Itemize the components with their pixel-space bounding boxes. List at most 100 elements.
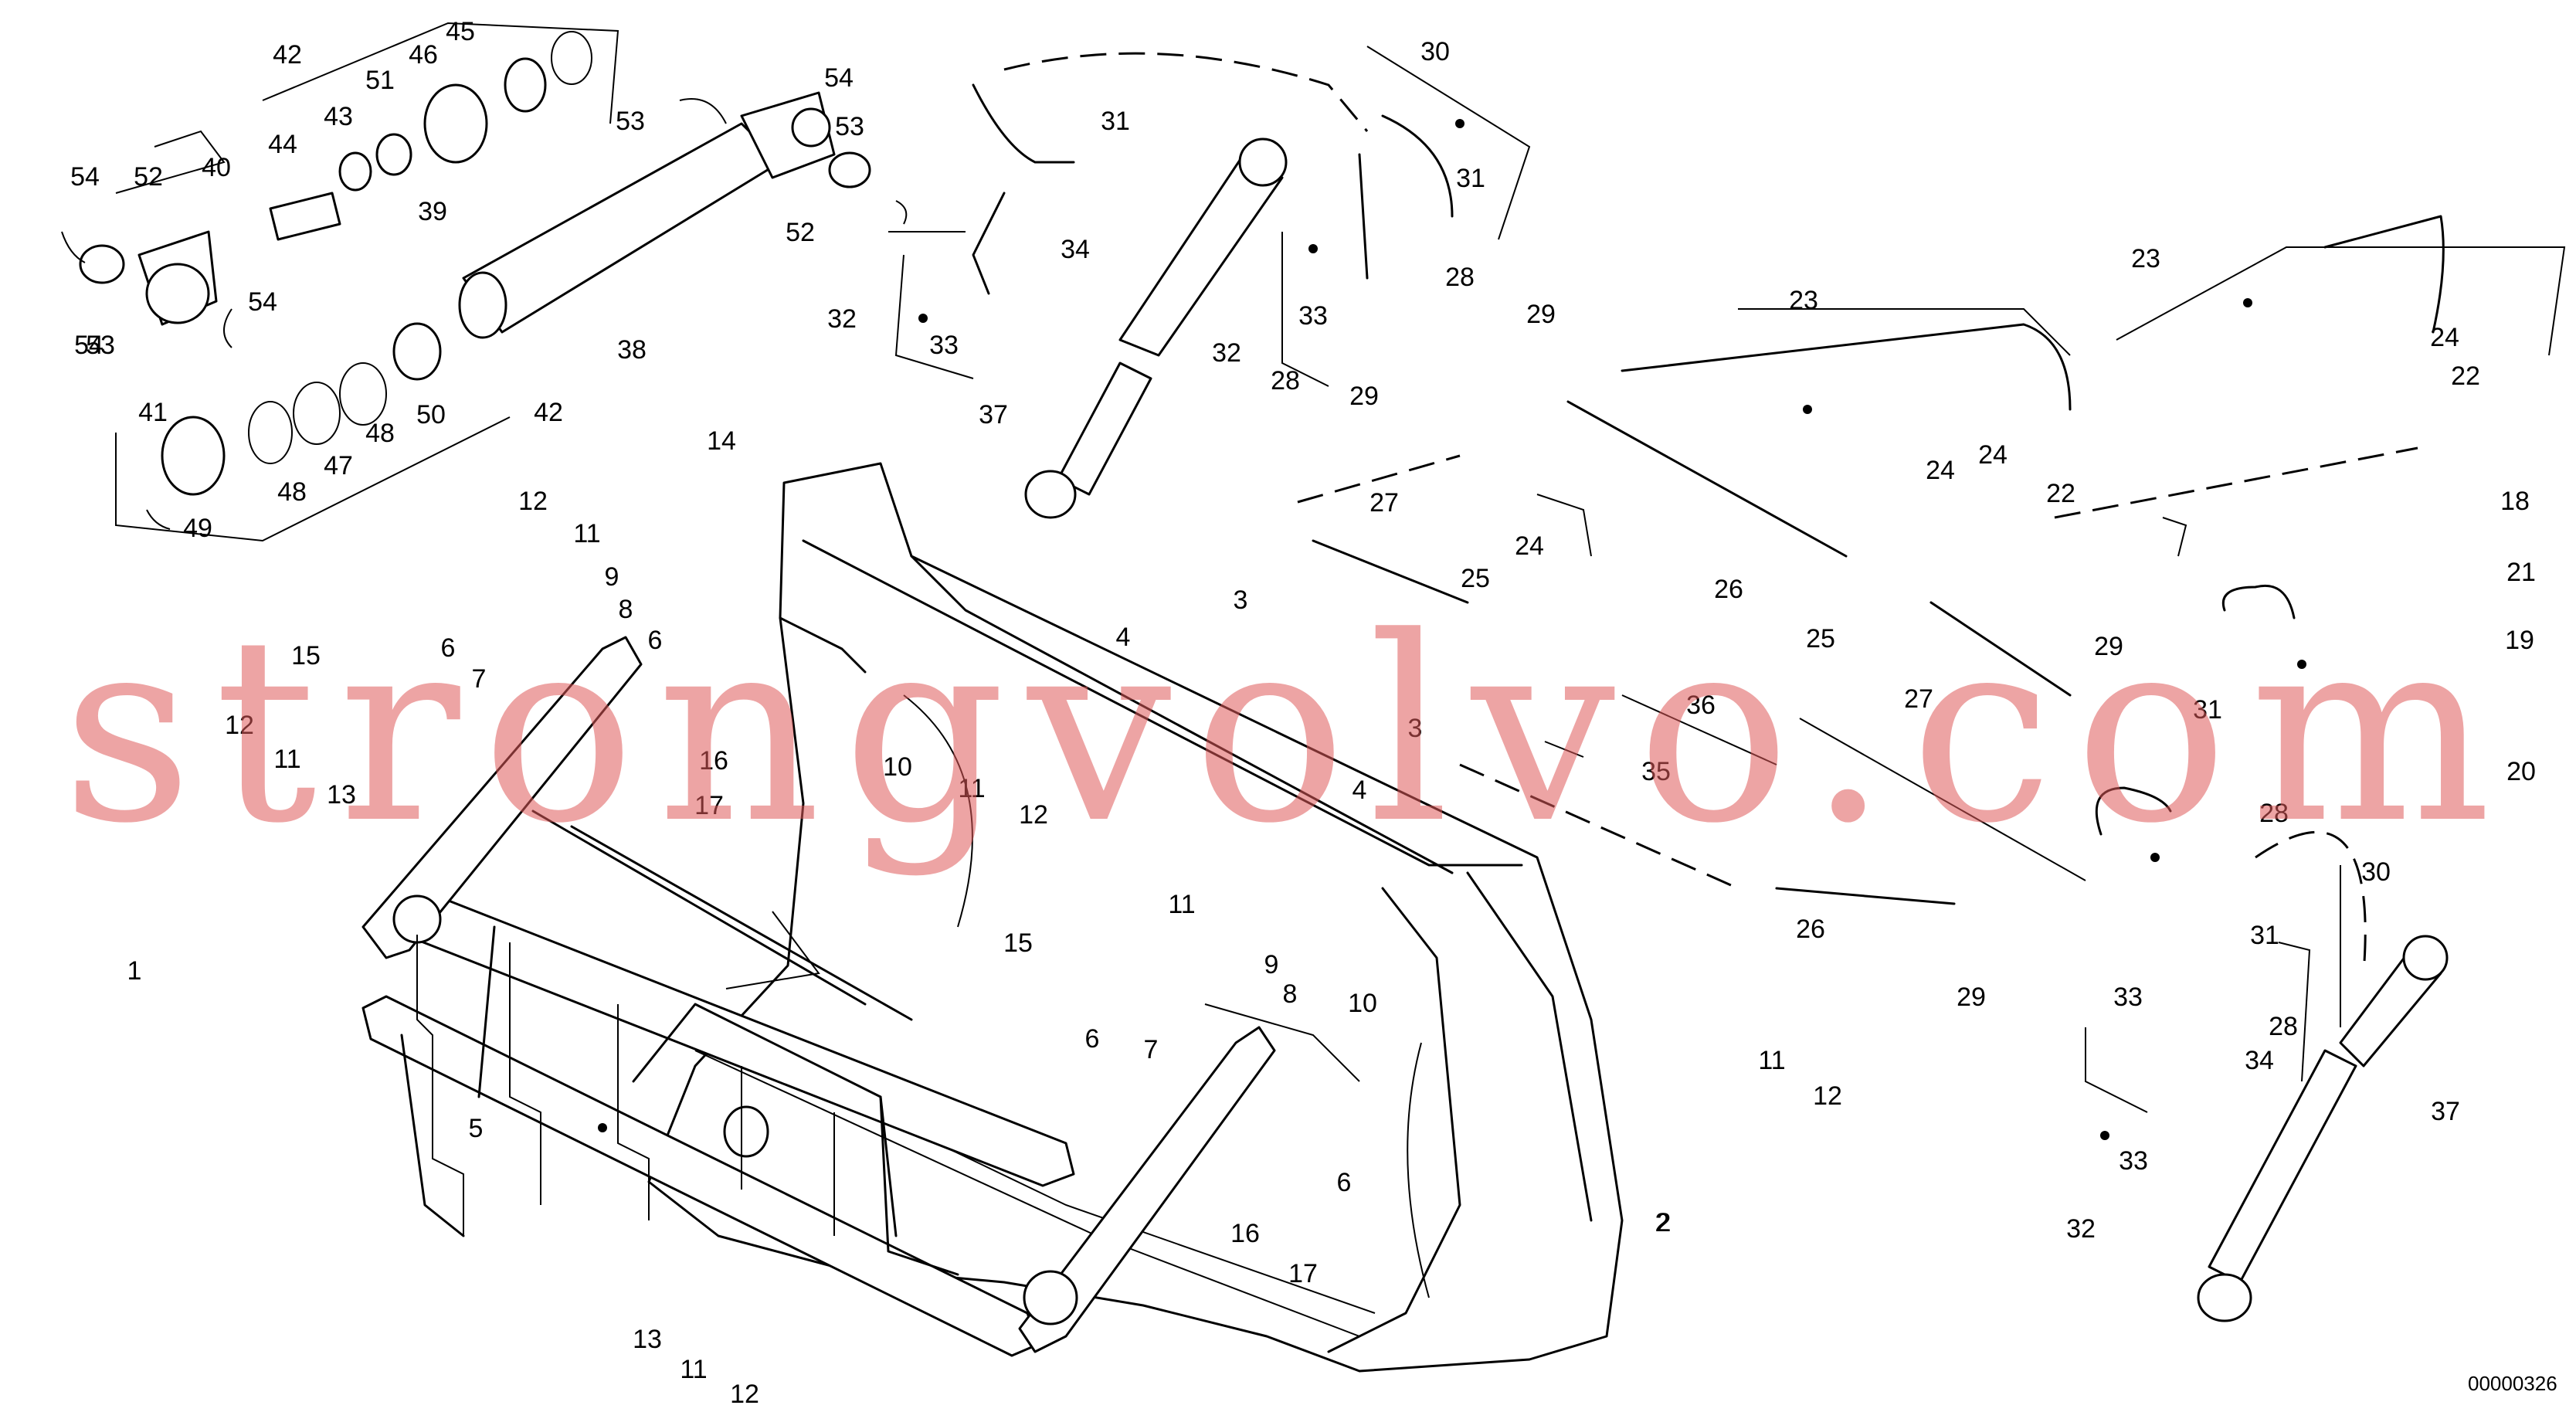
callout-label: 42 xyxy=(534,398,563,427)
callout-label: 39 xyxy=(418,197,447,226)
callout-label: 6 xyxy=(441,633,456,663)
callout-label: 12 xyxy=(1019,800,1048,830)
callout-label: 24 xyxy=(1978,440,2008,470)
callout-label: 54 xyxy=(248,287,277,317)
callout-label: 30 xyxy=(1420,37,1450,66)
callout-label: 3 xyxy=(1234,586,1248,615)
callout-label: 28 xyxy=(2259,799,2289,828)
callout-label: 12 xyxy=(518,487,548,516)
callout-label: 24 xyxy=(2430,323,2459,352)
callout-label: 37 xyxy=(2431,1097,2460,1126)
callout-label: 11 xyxy=(1758,1046,1785,1075)
callout-label: 22 xyxy=(2451,361,2480,391)
callout-label: 38 xyxy=(617,335,647,365)
callout-label: 6 xyxy=(648,626,663,655)
callout-label: 29 xyxy=(1957,983,1986,1012)
watermark-text: strongvolvo.com xyxy=(62,582,2513,879)
callout-label: 11 xyxy=(573,519,600,548)
callout-label: 9 xyxy=(1264,950,1279,979)
callout-label: 44 xyxy=(268,130,297,159)
callout-label: 27 xyxy=(1904,684,1933,714)
callout-label: 7 xyxy=(472,664,487,694)
callout-label: 33 xyxy=(1298,301,1328,331)
drawing-reference-code: 00000326 xyxy=(2468,1372,2557,1395)
callout-label: 54 xyxy=(70,162,100,192)
callout-label: 53 xyxy=(835,112,864,141)
callout-label: 1 xyxy=(127,956,142,986)
callout-label: 12 xyxy=(225,711,254,740)
callout-label: 40 xyxy=(202,153,231,182)
callout-label: 34 xyxy=(2245,1046,2274,1075)
callout-label: 12 xyxy=(1813,1081,1842,1111)
callout-label: 46 xyxy=(409,40,438,70)
callout-label: 51 xyxy=(365,66,395,95)
callout-label: 2 xyxy=(1655,1208,1670,1237)
callout-label: 35 xyxy=(1641,757,1671,786)
callout-label: 19 xyxy=(2505,626,2534,655)
callout-label: 16 xyxy=(699,746,728,776)
callout-label: 48 xyxy=(365,419,395,448)
callout-label: 33 xyxy=(929,331,959,360)
callout-label: 29 xyxy=(1349,382,1379,411)
callout-label: 5 xyxy=(469,1114,484,1143)
assembly-dots xyxy=(598,119,2306,1140)
callout-label: 23 xyxy=(1789,286,1818,315)
frame-left-arm xyxy=(361,636,643,959)
callout-label: 30 xyxy=(2361,857,2391,887)
callout-label: 45 xyxy=(446,17,475,46)
callout-label: 31 xyxy=(2250,921,2279,950)
callout-label: 9 xyxy=(605,562,619,592)
callout-label: 11 xyxy=(273,745,300,774)
callout-label: 14 xyxy=(707,426,736,456)
callout-label: 32 xyxy=(1212,338,1241,368)
callout-label: 25 xyxy=(1806,624,1835,653)
callout-label: 18 xyxy=(2500,487,2530,516)
callout-label: 29 xyxy=(2094,632,2123,661)
callout-label: 7 xyxy=(1144,1035,1159,1064)
callout-label: 52 xyxy=(134,162,163,192)
callout-label: 11 xyxy=(958,774,985,803)
callout-label: 42 xyxy=(273,40,302,70)
callout-label: 16 xyxy=(1230,1219,1260,1248)
callout-label: 17 xyxy=(694,791,724,820)
callout-label: 17 xyxy=(1288,1259,1318,1288)
callout-label: 6 xyxy=(1337,1168,1352,1197)
callout-label: 21 xyxy=(2506,558,2536,587)
quick-coupler-frame xyxy=(361,636,1276,1357)
callout-label: 8 xyxy=(1283,979,1298,1009)
callout-label: 22 xyxy=(2046,479,2075,508)
callout-label: 53 xyxy=(616,107,645,136)
callout-label: 20 xyxy=(2506,757,2536,786)
callout-label: 34 xyxy=(1061,235,1090,264)
bucket-shell xyxy=(647,462,1624,1373)
callout-label: 28 xyxy=(1271,366,1300,395)
callout-label: 33 xyxy=(2113,983,2143,1012)
bucket xyxy=(647,462,1624,1373)
callout-label: 53 xyxy=(86,331,115,360)
callout-label: 15 xyxy=(1003,928,1033,958)
callout-label: 26 xyxy=(1796,915,1825,944)
callout-label: 23 xyxy=(2131,244,2160,273)
callout-label: 4 xyxy=(1352,776,1367,805)
callout-label: 36 xyxy=(1686,691,1716,720)
callout-label: 4 xyxy=(1116,623,1131,652)
callout-label: 13 xyxy=(633,1325,662,1354)
callout-label: 2 xyxy=(1657,1208,1672,1237)
callout-label: 33 xyxy=(2119,1146,2148,1176)
callout-label: 27 xyxy=(1369,488,1399,518)
callout-label: 47 xyxy=(324,451,353,480)
piston-rod xyxy=(269,192,341,241)
callout-label: 37 xyxy=(979,400,1008,429)
callout-label: 28 xyxy=(1445,263,1475,292)
callout-label: 11 xyxy=(680,1355,707,1384)
callout-label: 54 xyxy=(74,331,104,360)
callout-label: 8 xyxy=(619,595,633,624)
callout-label: 12 xyxy=(730,1380,759,1409)
callout-label: 15 xyxy=(291,641,321,670)
callout-label: 26 xyxy=(1714,575,1743,604)
callout-label: 52 xyxy=(786,218,815,247)
callout-label: 13 xyxy=(327,780,356,810)
callout-label: 31 xyxy=(1456,164,1485,193)
